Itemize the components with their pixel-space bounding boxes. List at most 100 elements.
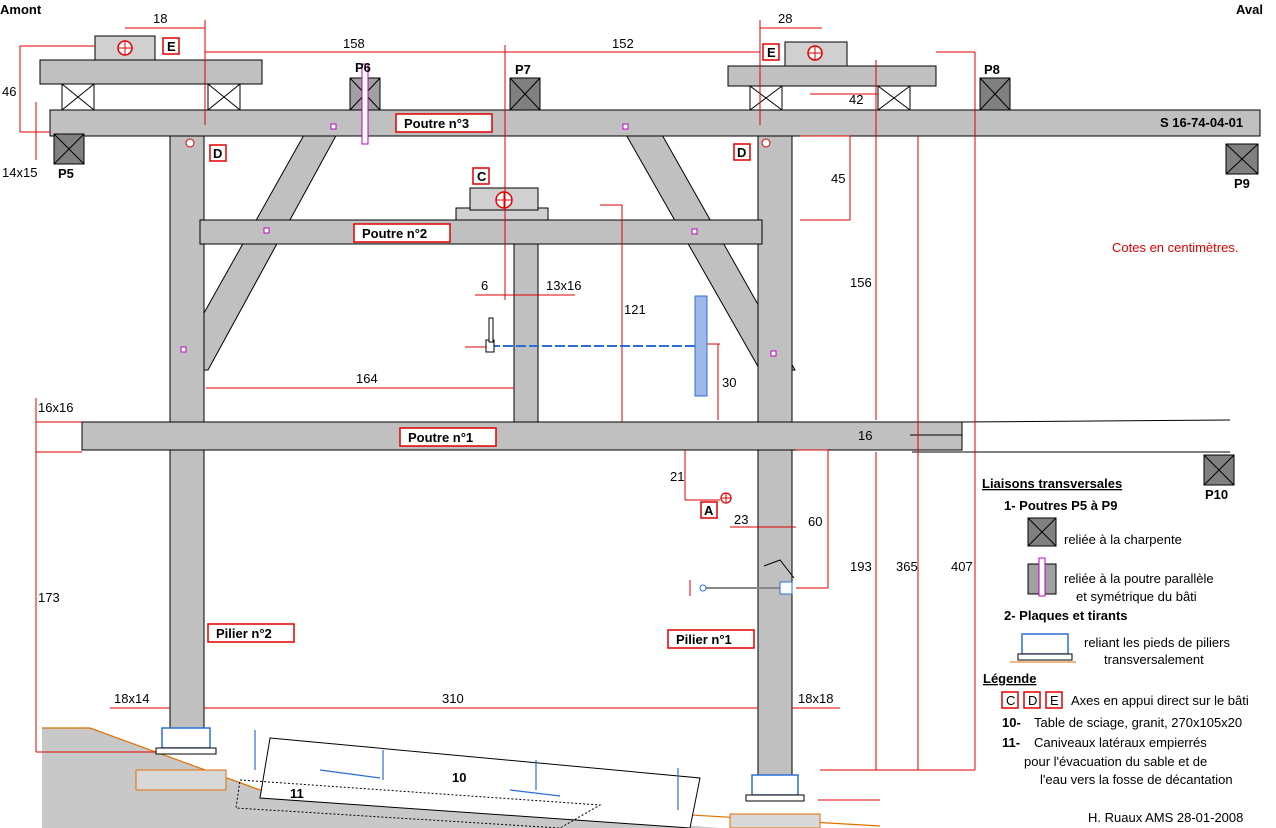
axis-d-left: D: [213, 146, 222, 161]
flow-arrows: [254, 730, 679, 810]
ground-slope: [89, 727, 261, 791]
dimension-lines: [19, 20, 976, 801]
dim-158: 158: [343, 36, 365, 51]
dim-14x15: 14x15: [2, 165, 37, 180]
dim-16: 16: [858, 428, 872, 443]
dim-23: 23: [734, 512, 748, 527]
beam-1-label-box: [399, 427, 497, 447]
pillar-2-label: Pilier n°2: [216, 626, 272, 641]
beam-1-step: [910, 422, 963, 436]
legend-axis-e: E: [1050, 693, 1059, 708]
pillar-1: [757, 134, 793, 776]
bearing-e-left: [94, 35, 156, 61]
axis-d-right-marker: [761, 138, 771, 148]
pillar-2-label-box: [207, 623, 295, 643]
legend-item1-b2: et symétrique du bâti: [1076, 589, 1197, 604]
dim-13x16: 13x16: [546, 278, 581, 293]
axis-d-left-marker: [185, 138, 195, 148]
channel: [235, 779, 602, 828]
units-note: Cotes en centimètres.: [1112, 240, 1238, 255]
post-p7-label: P7: [515, 62, 531, 77]
legend-legende-title: Légende: [983, 671, 1036, 686]
top-plate-right: [727, 65, 937, 87]
pillar-1-label: Pilier n°1: [676, 632, 732, 647]
legend-item2-title: 2- Plaques et tirants: [1004, 608, 1128, 623]
axis-c: C: [477, 169, 487, 184]
post-p6-label: P6: [355, 60, 371, 75]
beam-2-label: Poutre n°2: [362, 226, 427, 241]
dim-18x18: 18x18: [798, 691, 833, 706]
dim-6: 6: [481, 278, 488, 293]
dim-42: 42: [849, 92, 863, 107]
axis-a-box: [700, 501, 718, 519]
dim-407: 407: [951, 559, 973, 574]
axis-c-box: [472, 167, 490, 185]
post-p5-label: P5: [58, 166, 74, 181]
legend-axes-text: Axes en appui direct sur le bâti: [1071, 693, 1249, 708]
axis-d-left-box: [209, 144, 227, 162]
saw-table: [259, 737, 701, 828]
legend-liaisons-title: Liaisons transversales: [982, 476, 1122, 491]
dim-60: 60: [808, 514, 822, 529]
bearing-e-right: [784, 41, 848, 67]
legend-item11-number: 11-: [1002, 735, 1020, 750]
axis-e-left-box: [162, 37, 180, 55]
label-amont: Amont: [0, 2, 42, 17]
legend-item10-number: 10-: [1002, 715, 1021, 730]
dim-45: 45: [831, 171, 845, 186]
dim-18x14: 18x14: [114, 691, 149, 706]
legend-item2-a1: reliant les pieds de piliers: [1084, 635, 1230, 650]
dim-121: 121: [624, 302, 646, 317]
dim-193: 193: [850, 559, 872, 574]
legend-item10-text: Table de sciage, granit, 270x105x20: [1034, 715, 1242, 730]
dim-30: 30: [722, 375, 736, 390]
beam-1-label: Poutre n°1: [408, 430, 473, 445]
central-post: [513, 243, 539, 423]
foot-left: [135, 727, 227, 791]
pillar-1-label-box: [667, 629, 755, 649]
dim-18: 18: [153, 11, 167, 26]
dim-16x16: 16x16: [38, 400, 73, 415]
legend-item11-line2: pour l'évacuation du sable et de: [1024, 754, 1207, 769]
pins: [180, 123, 777, 357]
beam-2-label-box: [353, 223, 451, 243]
top-plate-left: [39, 59, 263, 85]
legend-axis-c: C: [1006, 693, 1015, 708]
beam-1-extension-top: [961, 419, 1231, 423]
legend-item1-b1: reliée à la poutre parallèle: [1064, 571, 1214, 586]
lower-tie: [699, 559, 795, 595]
legend-item2-a2: transversalement: [1104, 652, 1204, 667]
beam-3-label: Poutre n°3: [404, 116, 469, 131]
crossed-blocks: [61, 83, 911, 111]
axis-a-marker: [720, 492, 732, 504]
beam-2: [199, 219, 763, 245]
legend-axis-d: D: [1028, 693, 1037, 708]
dim-46: 46: [2, 84, 16, 99]
legend-axis-c-box: [1001, 691, 1019, 709]
dim-152: 152: [612, 36, 634, 51]
axis-d-right-box: [733, 143, 751, 161]
axis-a: A: [704, 503, 714, 518]
reference-code: S 16-74-04-01: [1160, 115, 1243, 130]
axis-e-right: E: [767, 45, 776, 60]
dim-173: 173: [38, 590, 60, 605]
dim-365: 365: [896, 559, 918, 574]
legend-axis-e-box: [1045, 691, 1063, 709]
table-10-label: 10: [452, 770, 466, 785]
label-aval: Aval: [1236, 2, 1263, 17]
beam-3-label-box: [395, 113, 493, 133]
axis-d-right: D: [737, 145, 746, 160]
legend: Liaisons transversales 1- Poutres P5 à P…: [982, 476, 1249, 787]
tie-rod: [485, 295, 708, 397]
dim-156: 156: [850, 275, 872, 290]
legend-item11-line3: l'eau vers la fosse de décantation: [1040, 772, 1233, 787]
ground: [42, 728, 720, 828]
legend-item2-swatch: [1021, 633, 1069, 655]
legend-item1-title: 1- Poutres P5 à P9: [1004, 498, 1117, 513]
foot-right: [729, 774, 821, 828]
dim-28: 28: [778, 11, 792, 26]
axis-e-right-box: [762, 43, 780, 61]
post-p8-label: P8: [984, 62, 1000, 77]
legend-axis-d-box: [1023, 691, 1041, 709]
